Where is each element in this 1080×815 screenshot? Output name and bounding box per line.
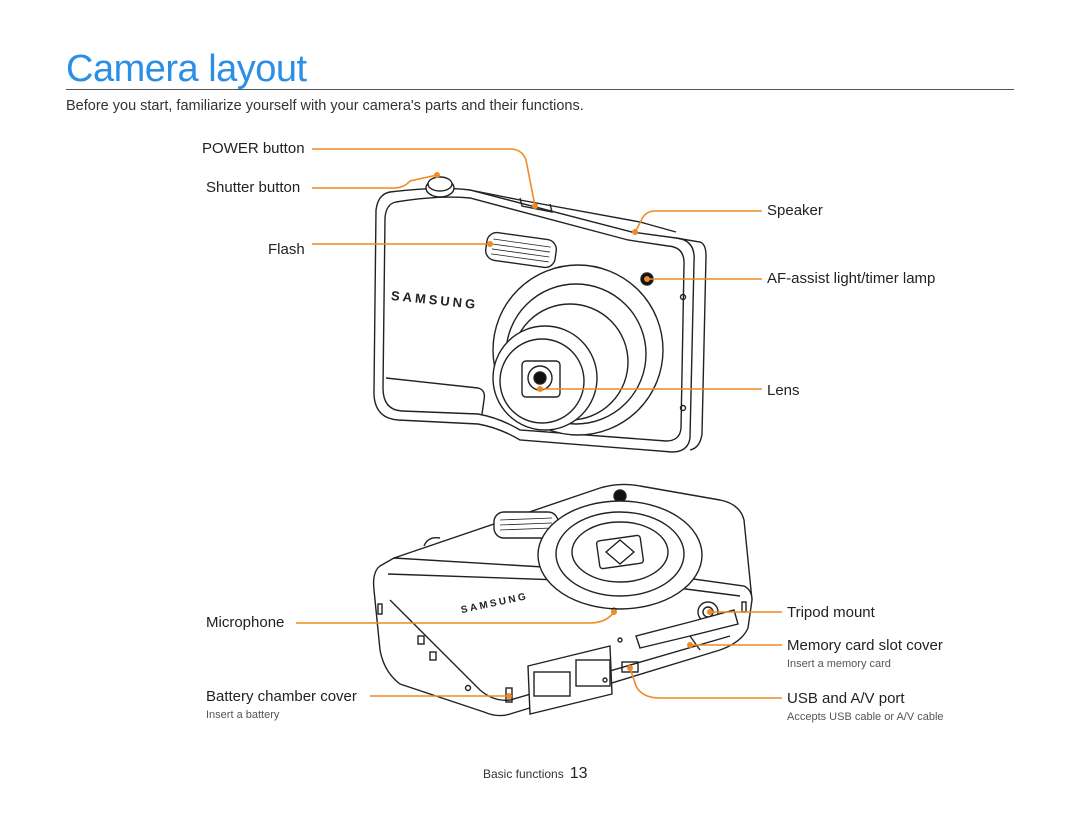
label-memory-card-cover: Memory card slot cover: [787, 637, 943, 654]
label-af-lamp: AF-assist light/timer lamp: [767, 270, 936, 287]
page-number: 13: [569, 765, 588, 782]
note-usb-av: Accepts USB cable or A/V cable: [787, 711, 944, 723]
label-flash: Flash: [268, 241, 305, 258]
label-speaker: Speaker: [767, 202, 823, 219]
label-tripod-mount: Tripod mount: [787, 604, 875, 621]
label-usb-av-port: USB and A/V port: [787, 690, 905, 707]
label-microphone: Microphone: [206, 614, 285, 631]
footer-section: Basic functions: [483, 767, 564, 781]
label-power-button: POWER button: [202, 140, 305, 157]
label-lens: Lens: [767, 382, 800, 399]
title-divider: [66, 89, 1014, 90]
page-title: Camera layout: [66, 48, 307, 90]
camera-front: [373, 176, 707, 453]
note-battery: Insert a battery: [206, 709, 280, 721]
page-footer: Basic functions 13: [483, 765, 588, 783]
intro-text: Before you start, familiarize yourself w…: [66, 98, 584, 114]
note-memory-card: Insert a memory card: [787, 658, 891, 670]
label-battery-cover: Battery chamber cover: [206, 688, 357, 705]
label-shutter-button: Shutter button: [206, 179, 301, 196]
camera-back: [372, 483, 753, 717]
